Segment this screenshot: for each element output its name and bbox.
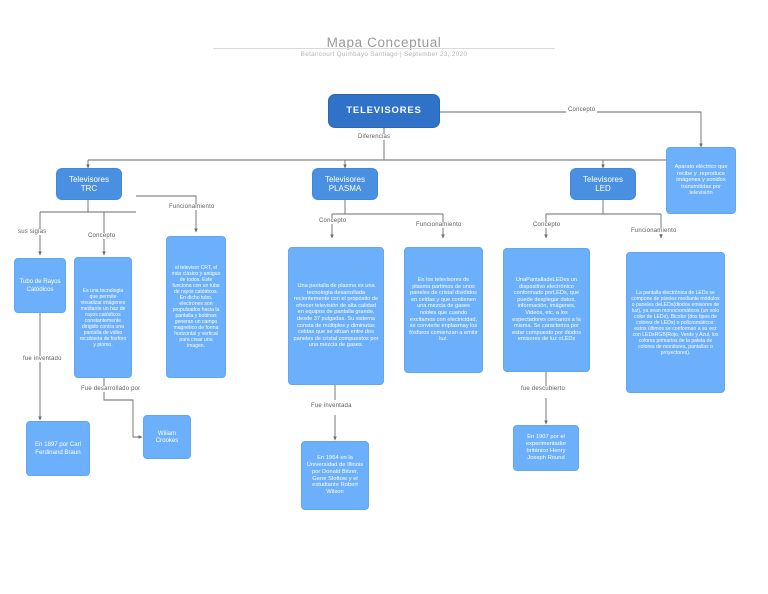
node-label: Televisores PLASMA [324,174,365,193]
node-plasma-funcionamiento[interactable]: En los televisores de plasma partimos de… [404,247,483,373]
node-label: Aparato eléctrico que recibe y .reproduc… [674,164,728,197]
node-trc-concepto[interactable]: Es una tecnologia que permite visualizar… [74,257,132,378]
node-trc-siglas[interactable]: Tubo de Rayos Catódicos [14,258,66,313]
page-subtitle: Betancourt Quimbayo Santiago | September… [300,51,468,58]
node-trc-desarrollador[interactable]: Wiliam Crookes [143,415,191,459]
node-label: Una pantalla de plasma es una tecnología… [293,283,379,349]
node-plasma-inventores[interactable]: En 1964 en la Universidad de Illinois po… [301,441,369,510]
node-label: UnaPantalladeLEDes un dispositivo electr… [511,277,582,343]
title-divider [213,48,555,49]
edge-label-plasma-inventada: Fue inventada [309,403,354,409]
node-label: Wiliam Crookes [155,429,179,444]
node-label: Televisores TRC [68,174,109,193]
node-label: Televisores LED [582,174,623,193]
node-label: En 1907 por el experimentador británico … [525,434,567,461]
edge-label-plasma-concepto: Concepto [317,218,349,224]
node-label: el televisor CRT, el más clásico y antig… [171,265,221,349]
node-label: Es una tecnologia que permite visualizar… [79,287,127,348]
edge-label-trc-funcionamiento: Funcionamiento [167,204,217,210]
node-trc-funcionamiento[interactable]: el televisor CRT, el más clásico y antig… [166,236,226,378]
node-plasma-concepto[interactable]: Una pantalla de plasma es una tecnología… [288,247,384,385]
node-label: Tubo de Rayos Catódicos [19,278,61,293]
edge-label-led-concepto: Concepto [531,222,563,228]
node-label: En los televisores de plasma partimos de… [409,277,478,343]
edge-label-concepto-root: Concepto [566,107,598,113]
node-label: En 1897 por Carl Ferdinand Braun [34,441,82,456]
edge-label-diferencias: Diferencias [356,134,393,140]
edge-label-led-descubierto: fue descubierto [519,386,568,392]
node-label: La pantalla electrónica de LEDs se compo… [631,289,720,356]
edge-label-led-funcionamiento: Funcionamiento [629,228,679,234]
edge-label-trc-concepto: Concepto [86,233,118,239]
node-label: En 1964 en la Universidad de Illinois po… [306,455,364,496]
edge-label-trc-desarrollado: Fue desarrollado por [79,386,143,392]
node-televisores-trc[interactable]: Televisores TRC [56,168,122,200]
edge-label-plasma-funcionamiento: Funcionamiento [414,222,464,228]
node-label: TELEVISORES [346,105,422,117]
node-led-funcionamiento[interactable]: La pantalla electrónica de LEDs se compo… [626,252,725,393]
node-trc-inventor[interactable]: En 1897 por Carl Ferdinand Braun [26,421,90,476]
node-definicion-television[interactable]: Aparato eléctrico que recibe y .reproduc… [666,147,736,214]
edge-label-trc-inventado: fue inventado [21,356,64,362]
node-televisores-plasma[interactable]: Televisores PLASMA [312,168,378,200]
node-televisores-led[interactable]: Televisores LED [570,168,636,200]
edge-label-trc-siglas: sus siglas [16,229,49,235]
node-root-televisores[interactable]: TELEVISORES [328,94,440,128]
node-led-concepto[interactable]: UnaPantalladeLEDes un dispositivo electr… [503,248,590,372]
node-led-descubridor[interactable]: En 1907 por el experimentador británico … [513,425,579,471]
page-title: Mapa Conceptual [326,35,442,51]
